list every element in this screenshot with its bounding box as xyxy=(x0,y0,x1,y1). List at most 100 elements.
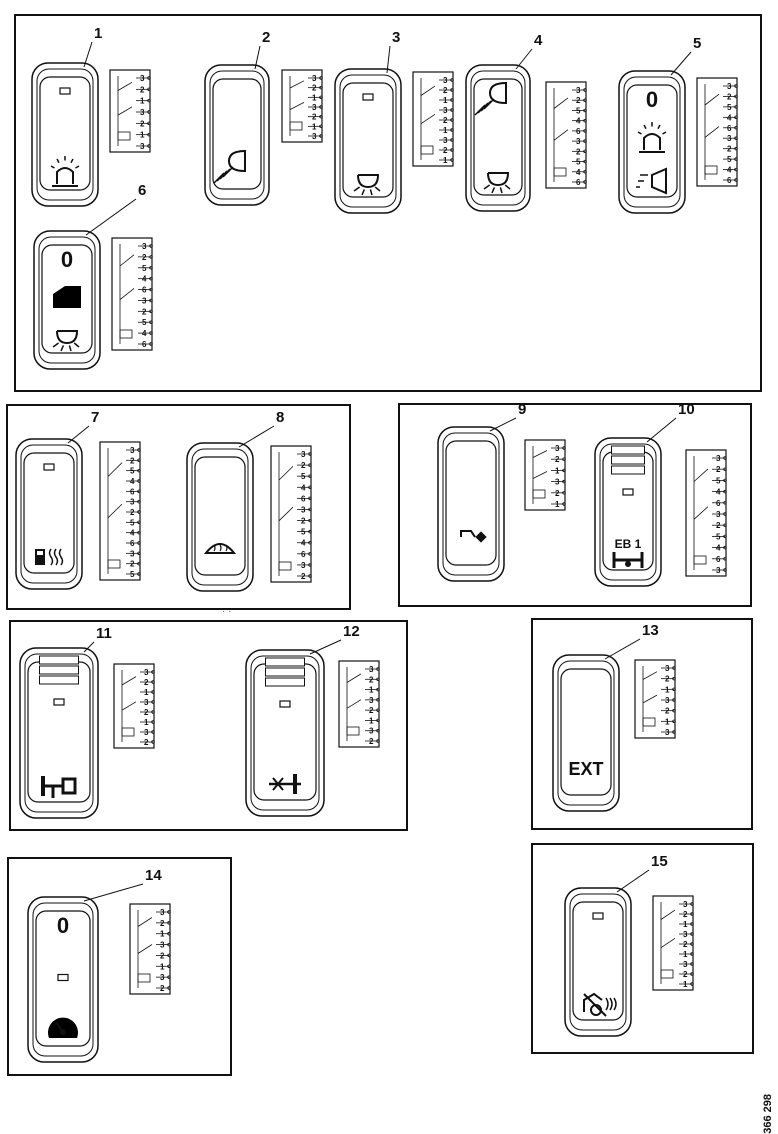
wiring-terminal-label: 5 xyxy=(301,528,306,537)
wiring-terminal-label: 2 xyxy=(142,307,147,316)
wiring-terminal-label: 6 xyxy=(130,539,135,548)
wiring-terminal-label: 4 xyxy=(716,488,721,497)
wiring-terminal-label: 3 xyxy=(369,727,374,736)
rocker-switch-10[interactable]: EB 1 xyxy=(594,437,662,587)
wiring-terminal-label: 3 xyxy=(443,106,448,115)
wiring-terminal-label: 3 xyxy=(716,510,721,519)
wiring-terminal-label: 2 xyxy=(683,940,688,949)
wiring-terminal-label: 3 xyxy=(576,137,581,146)
spotlight-icon xyxy=(474,81,507,116)
rocker-switch-7[interactable] xyxy=(15,438,83,590)
indicator-icon xyxy=(362,93,374,101)
callout-number: 5 xyxy=(693,35,701,52)
wiring-terminal-label: 2 xyxy=(443,146,448,155)
audible-warning-icon xyxy=(583,992,617,1017)
rocker-switch-11[interactable] xyxy=(19,647,99,819)
work-light-icon xyxy=(483,172,511,194)
rocker-switch-15[interactable] xyxy=(564,887,632,1037)
wiring-terminal-label: 3 xyxy=(144,728,149,737)
wiring-terminal-label: 5 xyxy=(301,472,306,481)
wiring-terminal-label: 3 xyxy=(555,444,560,453)
wiring-terminal-label: 2 xyxy=(727,145,732,154)
wiring-terminal-label: 3 xyxy=(301,561,306,570)
wiring-terminal-label: 1 xyxy=(312,93,317,102)
rocker-switch-9[interactable] xyxy=(437,426,505,582)
rocker-switch-14[interactable]: 0 xyxy=(27,896,99,1063)
wiring-terminal-label: 5 xyxy=(130,518,135,527)
wiring-terminal-label: 1 xyxy=(443,126,448,135)
rocker-switch-5[interactable]: 0 xyxy=(618,70,686,214)
rocker-switch-8[interactable] xyxy=(186,442,254,592)
callout-number: 1 xyxy=(94,25,102,42)
wiring-terminal-label: 5 xyxy=(727,103,732,112)
wiring-terminal-label: 4 xyxy=(130,529,135,538)
zero-icon: 0 xyxy=(646,87,658,112)
callout-number: 4 xyxy=(534,32,543,49)
wiring-terminal-label: 4 xyxy=(301,483,306,492)
wiring-terminal-label: 2 xyxy=(576,96,581,105)
rocker-switch-3[interactable] xyxy=(334,68,402,214)
wiring-terminal-label: 3 xyxy=(140,142,145,151)
wiring-terminal-label: 6 xyxy=(727,124,732,133)
wiring-terminal-label: 1 xyxy=(443,96,448,105)
wiring-terminal-label: 2 xyxy=(160,919,165,928)
svg-text:0: 0 xyxy=(646,87,658,112)
zero-icon: 0 xyxy=(57,913,69,938)
low-beam-icon xyxy=(213,149,246,184)
svg-text:EB 1: EB 1 xyxy=(615,537,642,551)
wiring-terminal-label: 2 xyxy=(683,910,688,919)
wiring-terminal-label: 2 xyxy=(130,560,135,569)
wiring-terminal-label: 4 xyxy=(130,477,135,486)
wiring-terminal-label: 3 xyxy=(369,665,374,674)
interior-light-icon xyxy=(353,174,381,196)
wiring-terminal-label: 3 xyxy=(130,446,135,455)
wiring-terminal-label: 5 xyxy=(716,532,721,541)
wiring-terminal-label: 5 xyxy=(130,467,135,476)
indicator-icon xyxy=(43,463,55,471)
wiring-terminal-label: 2 xyxy=(443,116,448,125)
wiring-terminal-label: 3 xyxy=(576,86,581,95)
beacon-icon xyxy=(637,122,667,153)
wiring-terminal-label: 5 xyxy=(142,264,147,273)
callout-number: 8 xyxy=(276,409,284,426)
wiring-terminal-label: 2 xyxy=(130,508,135,517)
rocker-switch-4[interactable] xyxy=(465,64,531,212)
rocker-switch-13[interactable]: EXT xyxy=(552,654,620,812)
wiring-terminal-label: 2 xyxy=(301,517,306,526)
wiring-terminal-label: 1 xyxy=(312,122,317,131)
wiring-terminal-label: 1 xyxy=(369,716,374,725)
wiring-terminal-label: 2 xyxy=(144,738,149,747)
callout-number: 3 xyxy=(392,29,400,46)
wiring-terminal-label: 3 xyxy=(301,505,306,514)
wiring-terminal-label: 2 xyxy=(716,521,721,530)
wiring-terminal-label: 2 xyxy=(130,456,135,465)
callout-number: 7 xyxy=(91,409,99,426)
wiring-terminal-label: 3 xyxy=(665,728,670,737)
wiring-terminal-label: 1 xyxy=(144,688,149,697)
wiring-terminal-label: 3 xyxy=(312,103,317,112)
rocker-switch-12[interactable] xyxy=(245,649,325,817)
wiring-terminal-label: 2 xyxy=(665,675,670,684)
wiring-terminal-label: 3 xyxy=(683,900,688,909)
windscreen-heater-icon xyxy=(203,543,237,554)
rocker-switch-2[interactable] xyxy=(204,64,270,206)
separator-dots: · · xyxy=(222,606,232,617)
wiring-terminal-label: 1 xyxy=(683,980,688,989)
wiring-terminal-label: 6 xyxy=(716,499,721,508)
wiring-terminal-label: 6 xyxy=(727,176,732,185)
wiring-terminal-label: 1 xyxy=(683,950,688,959)
panel-group-3 xyxy=(398,403,752,607)
wiring-terminal-label: 2 xyxy=(144,678,149,687)
wiring-terminal-label: 5 xyxy=(727,155,732,164)
wiring-terminal-label: 3 xyxy=(716,566,721,575)
wiring-terminal-label: 2 xyxy=(140,85,145,94)
rocker-switch-6[interactable]: 0 xyxy=(33,230,101,370)
rocker-switch-1[interactable] xyxy=(31,62,99,207)
wiring-terminal-label: 3 xyxy=(555,478,560,487)
